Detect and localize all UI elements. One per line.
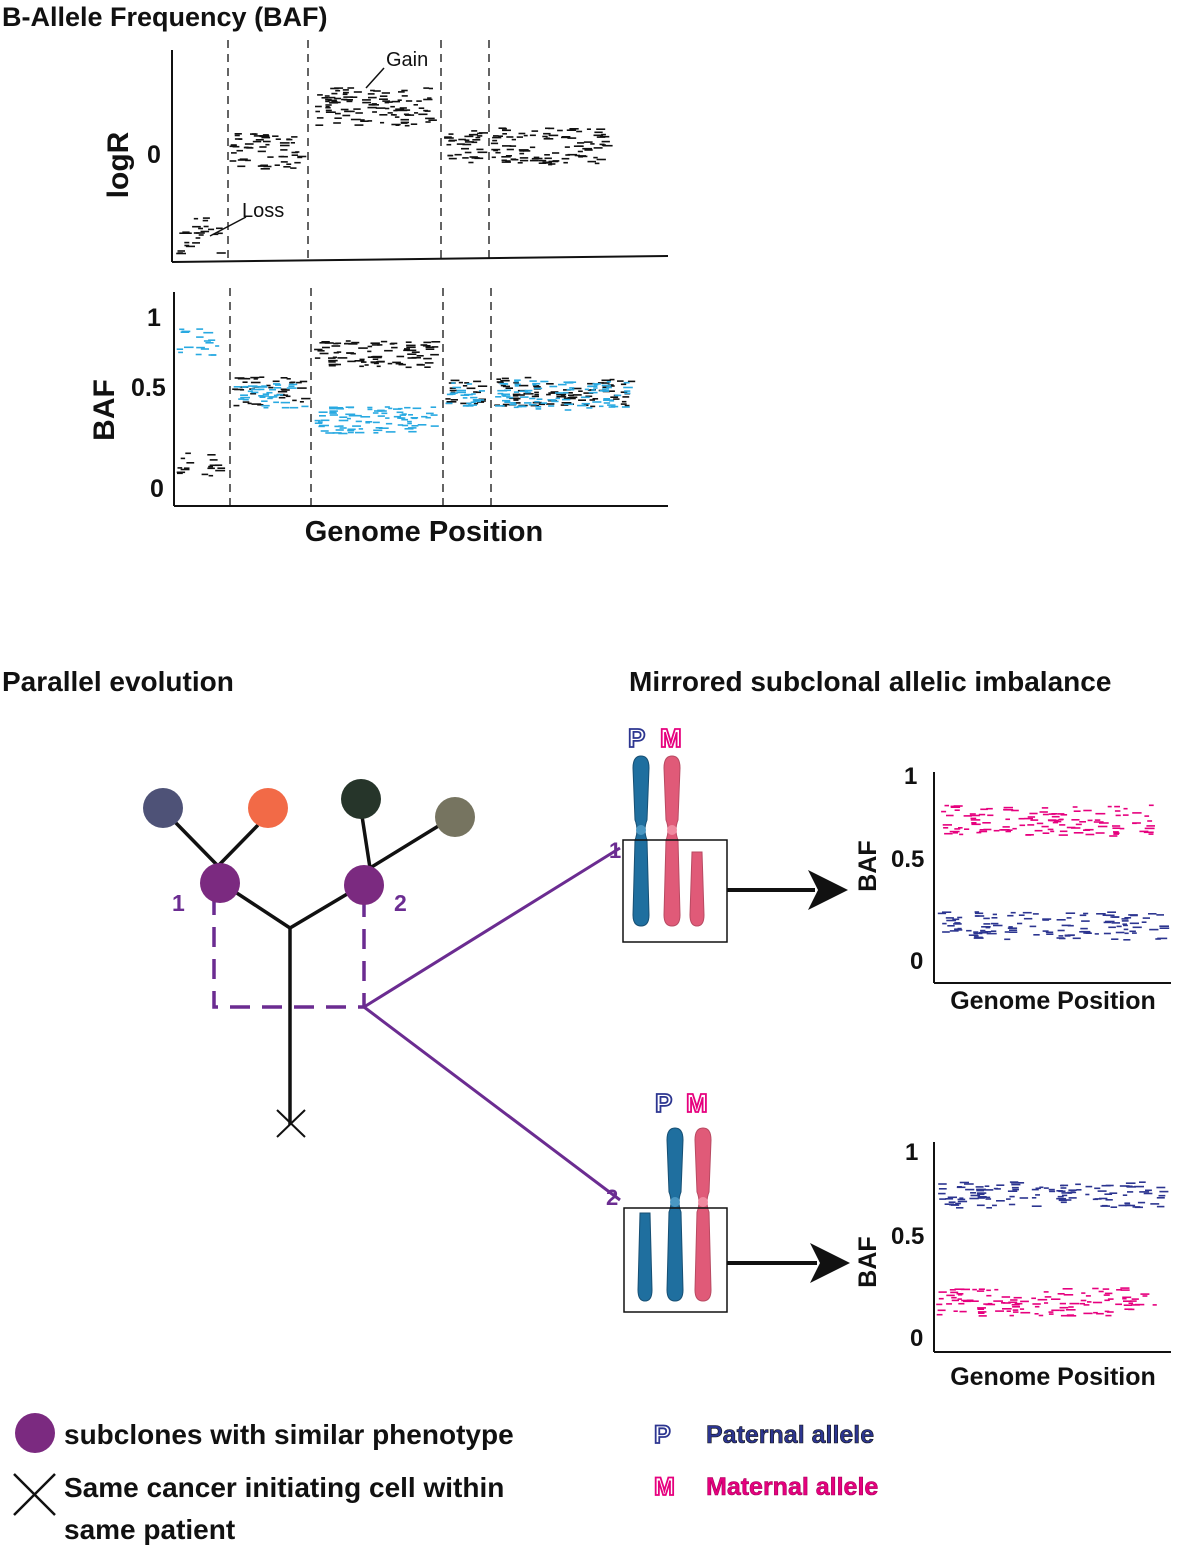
baf-axis-label: BAF <box>88 379 121 441</box>
maternal-chromosome-icon <box>694 1127 712 1302</box>
gain-pointer <box>365 67 385 89</box>
subclone-node-2 <box>344 865 384 905</box>
tree-branch <box>360 815 372 869</box>
centromere-icon <box>698 1197 708 1207</box>
gain-annotation: Gain <box>386 49 428 71</box>
loss-pointer <box>209 216 247 237</box>
karyotype-label-2: 2 <box>606 1185 618 1210</box>
maternal-chromosome-icon <box>663 755 681 927</box>
connector-to-box-2 <box>363 1005 621 1202</box>
leaf-node-darkgreen <box>341 779 381 819</box>
leaf-node-slate <box>143 788 183 828</box>
mini2-tick-1: 1 <box>905 1139 918 1166</box>
karyotype-2: P M 2 <box>606 1087 850 1313</box>
karyotype-1: P M 1 <box>609 722 848 943</box>
mini1-tick-1: 1 <box>904 763 917 790</box>
baf-segments <box>176 328 636 477</box>
loss-annotation: Loss <box>242 200 284 222</box>
karyotype-box-2 <box>623 1207 728 1313</box>
mini2-segments <box>936 1181 1169 1317</box>
paternal-chromosome-icon <box>632 755 650 927</box>
mirrored-title: Mirrored subclonal allelic imbalance <box>629 666 1111 697</box>
parallel-evolution-title: Parallel evolution <box>2 666 234 697</box>
maternal-letter-icon: M <box>686 1088 708 1118</box>
paternal-fragment-icon <box>637 1212 653 1302</box>
mini2-x-label: Genome Position <box>950 1363 1156 1391</box>
paternal-legend-icon: P <box>654 1421 671 1449</box>
leaf-node-orange <box>248 788 288 828</box>
leaf-node-olive <box>435 797 475 837</box>
mini2-y-label: BAF <box>854 1236 882 1287</box>
mini-baf-plot-1: 1 0.5 0 BAF Genome Position <box>854 763 1171 1015</box>
logr-plot: logR 0 Gain Loss <box>102 40 669 263</box>
cross-icon <box>276 1109 306 1138</box>
maternal-legend-icon: M <box>654 1473 675 1501</box>
centromere-icon <box>667 825 677 835</box>
paternal-chromosome-icon <box>666 1127 684 1302</box>
tree-branch <box>369 823 441 870</box>
mini1-x-label: Genome Position <box>950 987 1156 1015</box>
mini-baf-plot-2: 1 0.5 0 BAF Genome Position <box>854 1139 1171 1391</box>
logr-segments <box>176 87 613 255</box>
logr-axis-label: logR <box>102 131 135 198</box>
karyotype-label-1: 1 <box>609 838 621 863</box>
paternal-legend-text: Paternal allele <box>706 1421 874 1449</box>
baf-tick-0: 0 <box>150 475 164 503</box>
maternal-legend-text: Maternal allele <box>706 1473 878 1501</box>
mini1-y-label: BAF <box>854 840 882 891</box>
mini2-tick-05: 0.5 <box>891 1223 924 1250</box>
subclone-label-1: 1 <box>172 890 185 916</box>
baf-plot: BAF 1 0.5 0 Genome Position <box>88 288 668 548</box>
baf-x-label: Genome Position <box>305 516 543 548</box>
arrow-head-icon <box>808 870 848 910</box>
mini1-segments <box>937 804 1170 941</box>
paternal-letter-icon: P <box>628 723 645 753</box>
logr-zero-tick: 0 <box>147 141 161 169</box>
cross-legend-text-2: same patient <box>64 1514 235 1545</box>
arrow-head-icon <box>810 1243 850 1283</box>
subclone-legend-icon <box>15 1413 55 1453</box>
phylogenetic-tree: 1 2 <box>143 779 621 1202</box>
centromere-icon <box>670 1197 680 1207</box>
cross-legend-icon <box>13 1473 56 1516</box>
tree-branch <box>216 823 260 868</box>
tree-branch <box>173 820 220 868</box>
mini1-tick-05: 0.5 <box>891 846 924 873</box>
subclone-legend-text: subclones with similar phenotype <box>64 1419 514 1450</box>
baf-tick-1: 1 <box>147 304 161 332</box>
maternal-letter-icon: M <box>660 723 682 753</box>
logr-x-axis <box>171 255 669 263</box>
figure-title: B-Allele Frequency (BAF) <box>2 2 328 32</box>
cross-legend-text-1: Same cancer initiating cell within <box>64 1472 504 1503</box>
paternal-letter-icon: P <box>655 1088 672 1118</box>
connector-to-box-1 <box>363 846 621 1009</box>
subclone-node-1 <box>200 863 240 903</box>
subclone-label-2: 2 <box>394 890 407 916</box>
baf-tick-05: 0.5 <box>131 374 166 402</box>
legend: subclones with similar phenotype Same ca… <box>13 1413 879 1545</box>
mini2-tick-0: 0 <box>910 1325 923 1352</box>
centromere-icon <box>636 825 646 835</box>
mini1-tick-0: 0 <box>910 948 923 975</box>
maternal-fragment-icon <box>689 851 705 927</box>
